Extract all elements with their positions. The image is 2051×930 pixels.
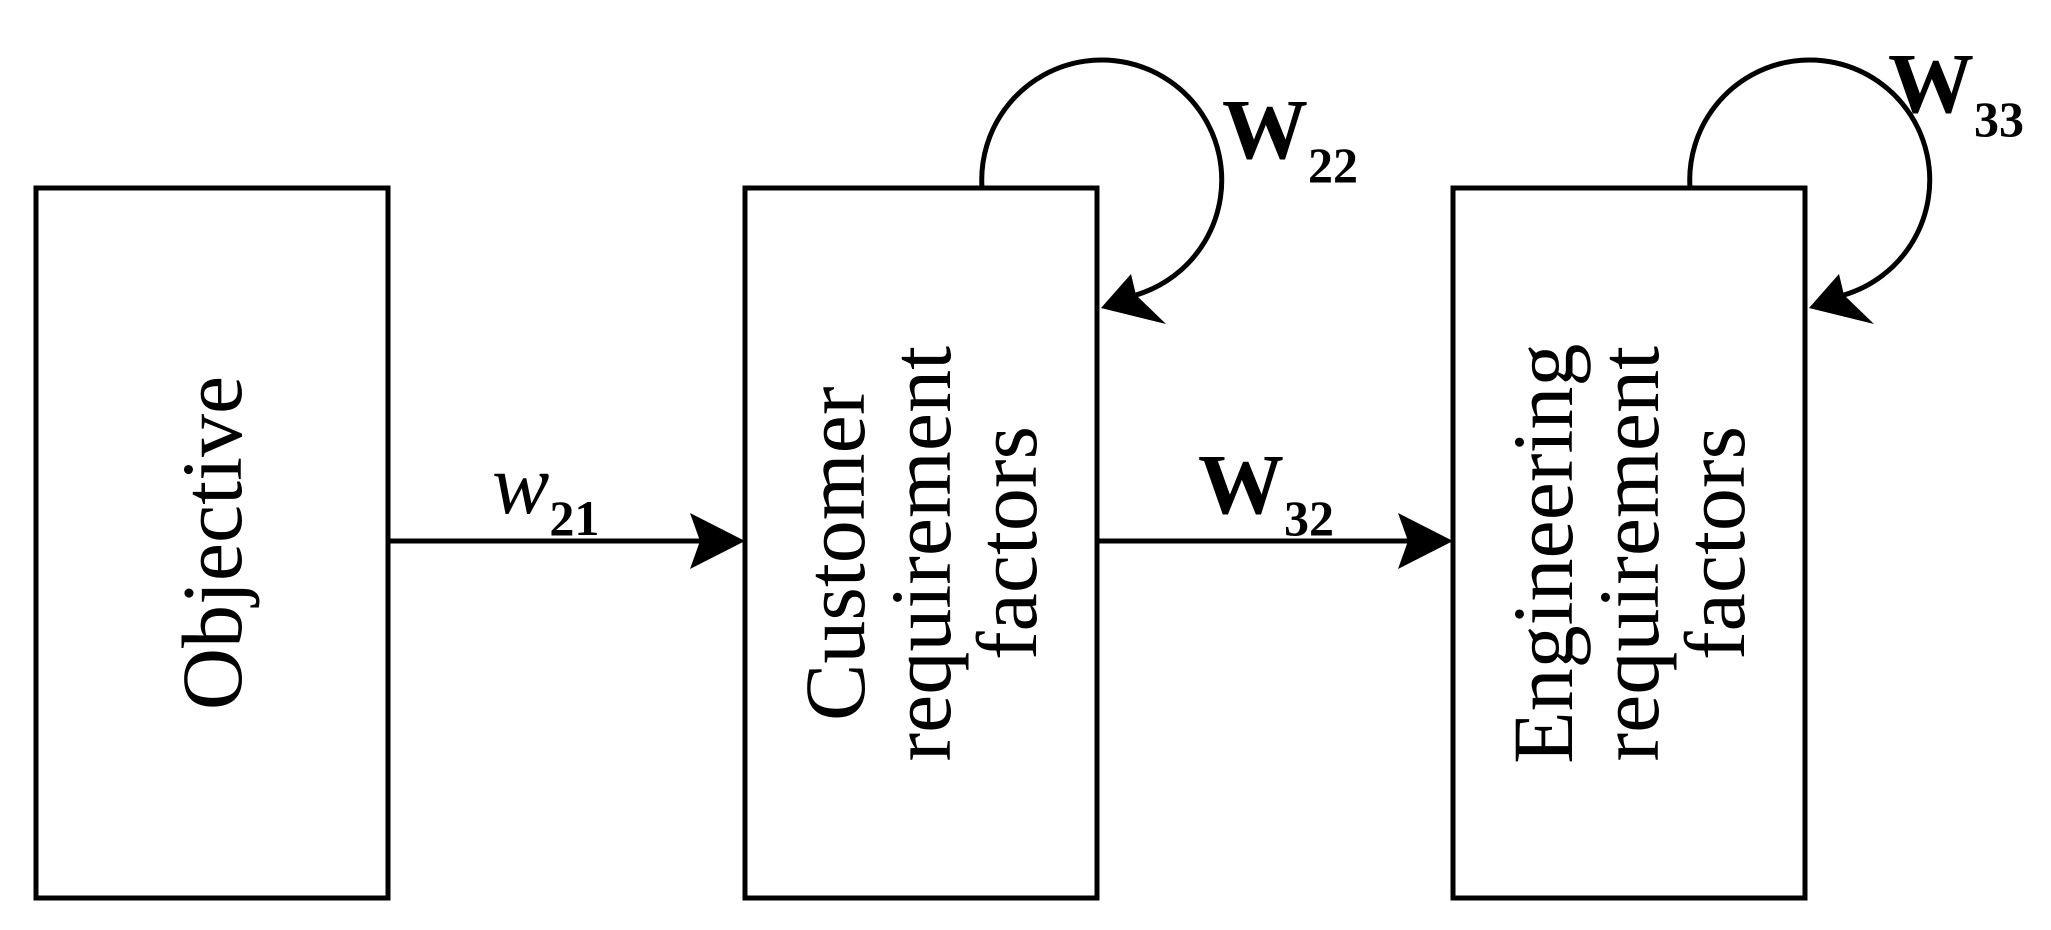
edge-w32-label: W32 [1198, 436, 1334, 546]
edge-w32-symbol: W [1198, 436, 1284, 532]
engineering-requirement-box [1450, 185, 1808, 901]
engineering-label-line-2: requirement [1581, 346, 1677, 762]
svg-text:Objective: Objective [164, 376, 260, 710]
self-loop-w33-subscript: 33 [1974, 91, 2024, 147]
self-loop-w33-label: W33 [1888, 35, 2024, 147]
self-loop-w33-curve [1687, 57, 1933, 298]
edge-w32-subscript: 32 [1284, 490, 1334, 546]
customer-label-line-3: factors [959, 426, 1055, 660]
engineering-requirement-label: Engineering requirement factors [1495, 322, 1763, 764]
edge-w21-label: w21 [492, 436, 599, 546]
customer-requirement-label: Customer requirement factors [787, 325, 1055, 762]
objective-label: Objective [164, 376, 260, 710]
self-loop-w22-subscript: 22 [1308, 137, 1358, 193]
customer-label-line-1: Customer [787, 387, 883, 721]
self-loop-w33-symbol: W [1888, 35, 1974, 131]
engineering-label-line-1: Engineering [1495, 344, 1591, 764]
edge-w32-arrowhead [1398, 513, 1453, 569]
self-loop-w22-label: W22 [1222, 81, 1358, 193]
customer-requirement-box [742, 185, 1100, 901]
edge-w21-subscript: 21 [549, 490, 599, 546]
self-loop-w22-symbol: W [1222, 81, 1308, 177]
edge-w21-arrowhead [690, 513, 745, 569]
self-loop-w22-arrowhead [1101, 274, 1166, 324]
customer-label-line-2: requirement [873, 346, 969, 762]
svg-text:Customer requirement: Customer requirement factors [787, 325, 1055, 762]
edge-w21-symbol: w [492, 436, 549, 532]
engineering-label-line-3: factors [1667, 426, 1763, 660]
self-loop-w22-curve [979, 57, 1225, 298]
objective-label-line-1: Objective [164, 376, 260, 710]
svg-text:Engineering requirement: Engineering requirement factors [1495, 322, 1763, 764]
objective-box [33, 185, 391, 901]
self-loop-w33-arrowhead [1809, 274, 1874, 324]
